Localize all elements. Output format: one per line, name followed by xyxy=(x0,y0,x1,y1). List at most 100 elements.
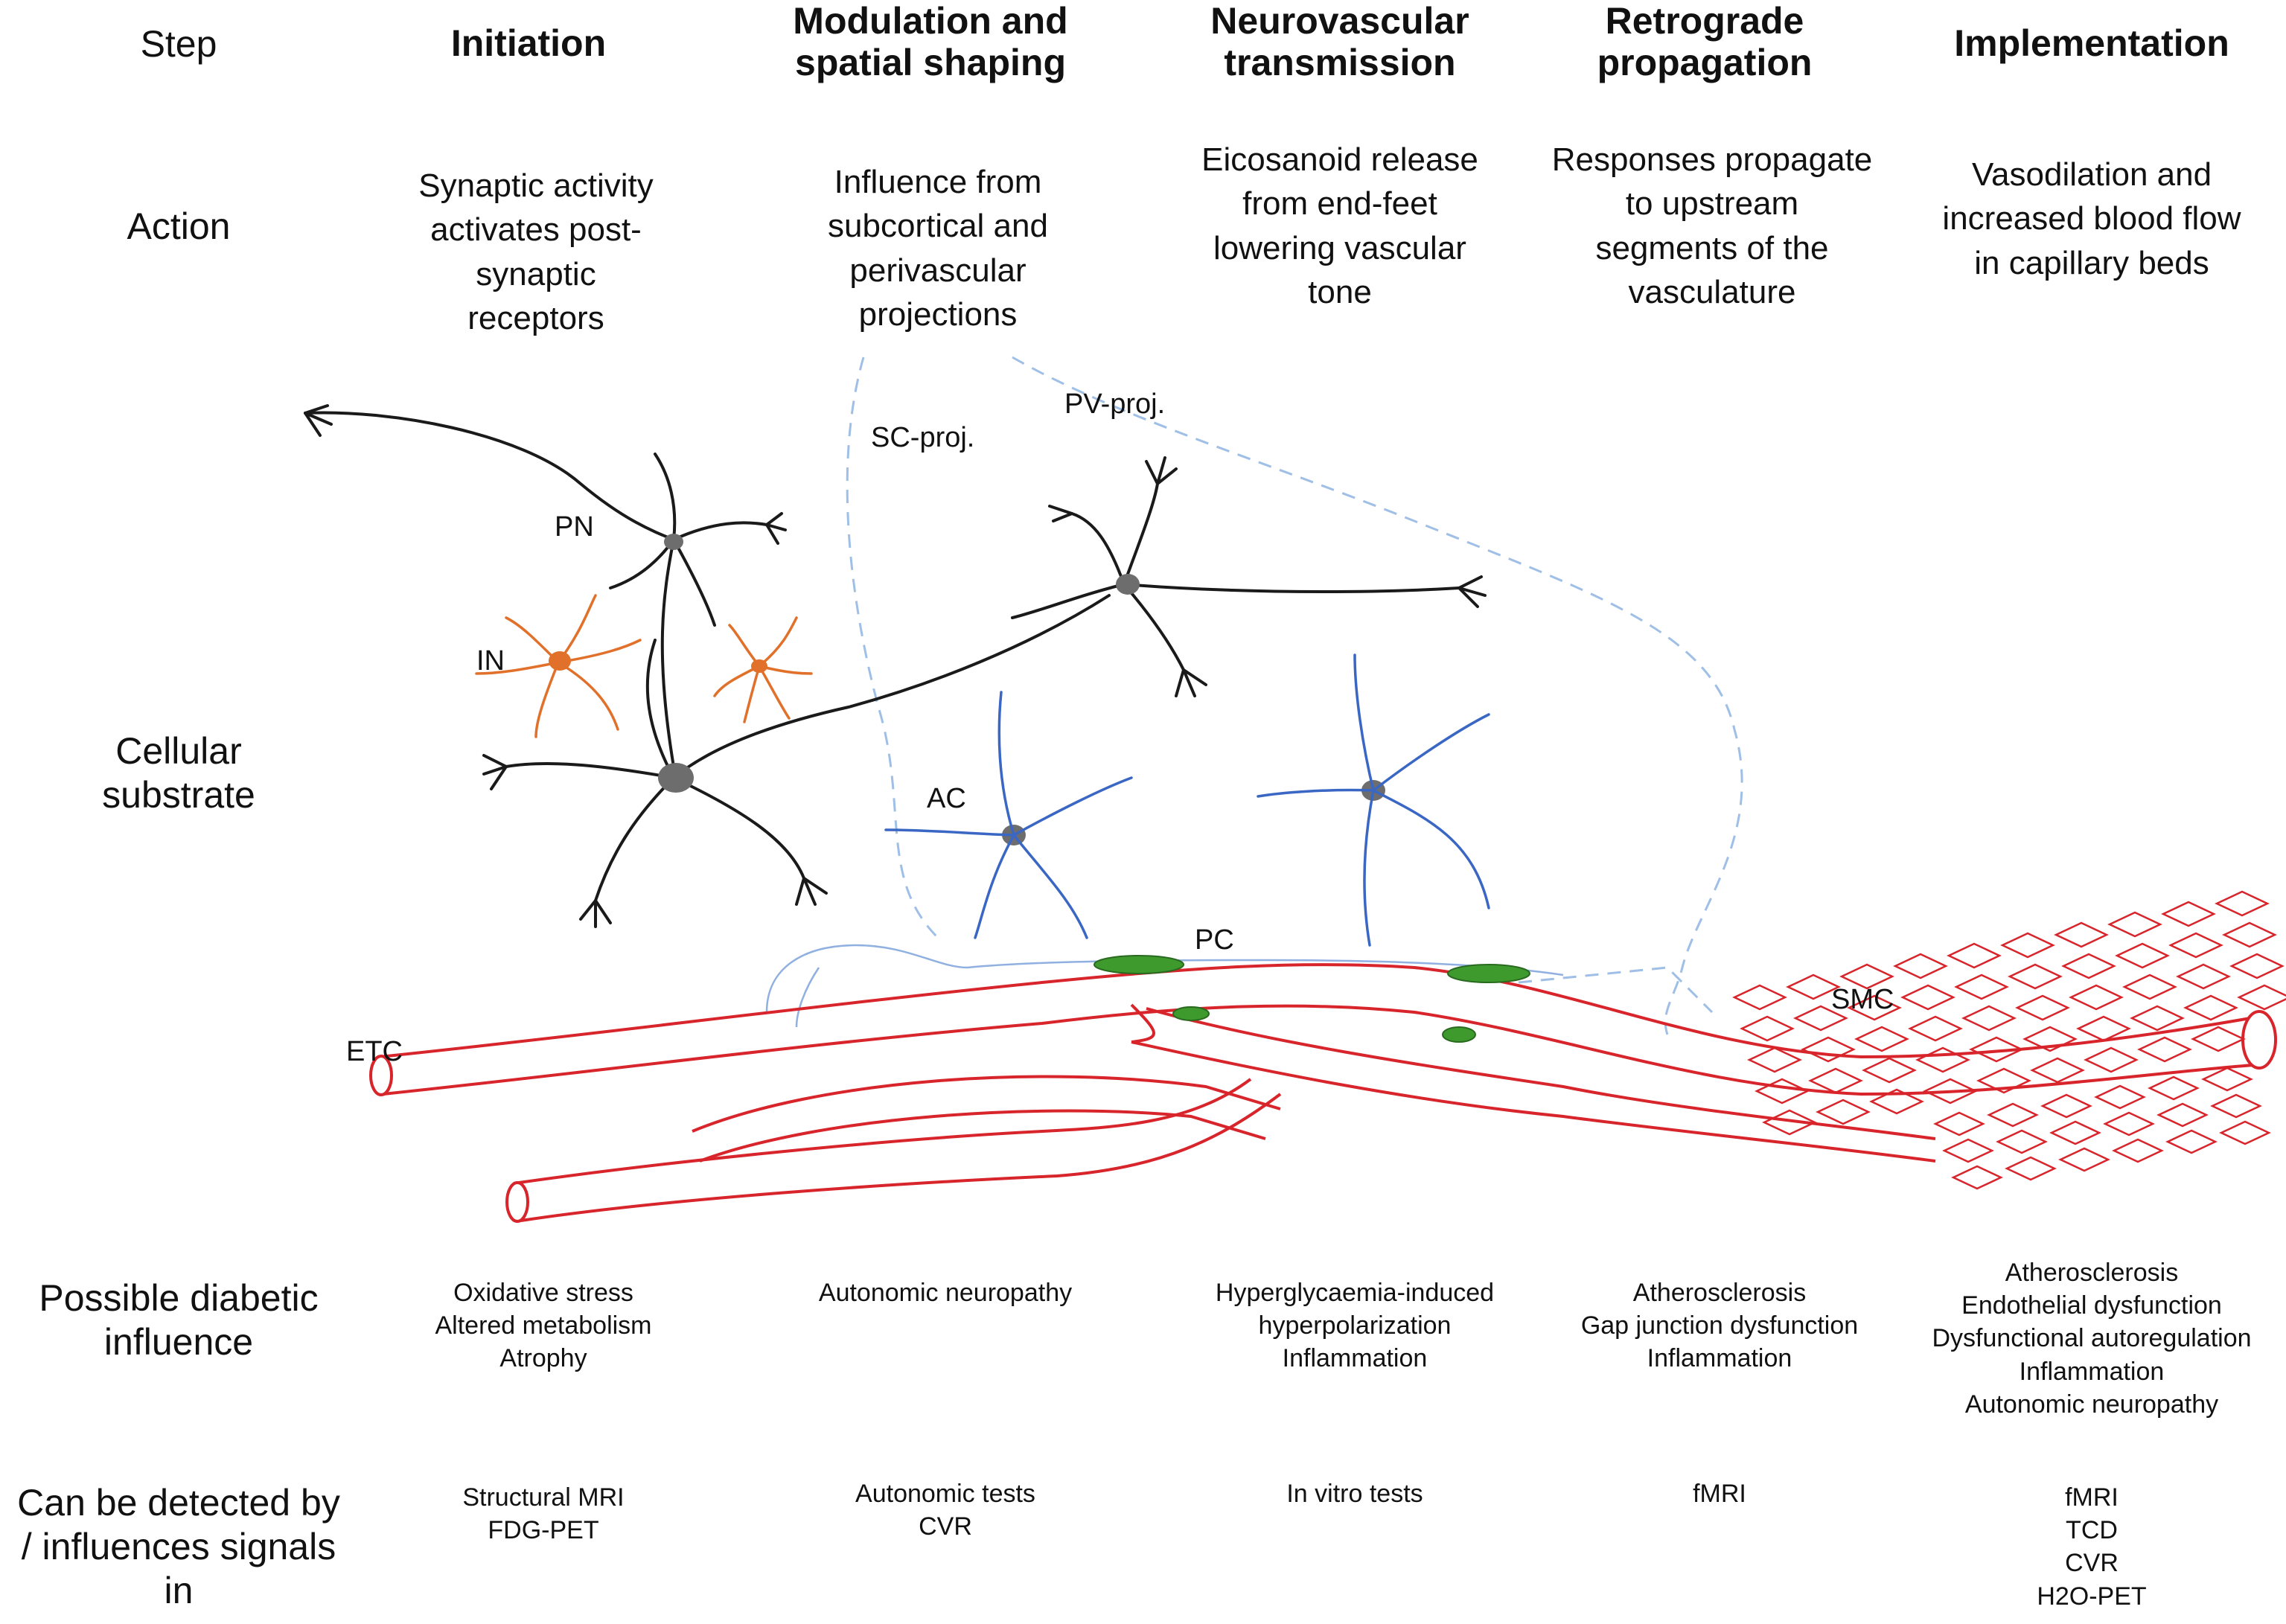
smooth-muscle-cell xyxy=(2148,1075,2200,1101)
smooth-muscle-cell xyxy=(2156,1102,2209,1128)
smooth-muscle-cell xyxy=(1900,984,1955,1011)
smooth-muscle-cell xyxy=(2237,984,2286,1011)
heading-implementation: Implementation xyxy=(1954,22,2229,64)
smooth-muscle-cell xyxy=(2168,932,2223,959)
smooth-muscle-cell xyxy=(1786,974,1841,1000)
detect-modulation: Autonomic tests CVR xyxy=(855,1480,1035,1541)
row-label-step: Step xyxy=(140,23,217,65)
smooth-muscle-cell xyxy=(1976,1067,2031,1094)
label-sc-proj: SC-proj. xyxy=(871,422,974,453)
smooth-muscle-cell xyxy=(2084,1046,2139,1073)
smooth-muscle-cell xyxy=(1762,1109,1817,1136)
pericyte-2 xyxy=(1447,964,1530,983)
smooth-muscle-cell xyxy=(1915,1046,1970,1073)
smooth-muscle-cell xyxy=(1755,1078,1810,1104)
smooth-muscle-cell xyxy=(1854,1026,1909,1052)
label-in: IN xyxy=(476,645,505,677)
smooth-muscle-cell xyxy=(2176,963,2231,990)
astrocytes xyxy=(884,653,1490,947)
heading-neurovascular: Neurovascular transmission xyxy=(1210,0,1469,83)
smooth-muscle-cell xyxy=(2076,1015,2131,1042)
smooth-muscle-cell xyxy=(2005,1156,2057,1181)
detect-implementation: fMRI TCD CVR H2O-PET xyxy=(2037,1483,2147,1611)
label-ac: AC xyxy=(927,783,966,814)
smooth-muscle-cell xyxy=(1908,1015,1963,1042)
row-label-diabetic-influence: Possible diabetic influence xyxy=(39,1277,319,1363)
neuron-soma-right xyxy=(1116,574,1140,595)
smooth-muscle-cell xyxy=(2201,1067,2253,1092)
smooth-muscle-cell xyxy=(1747,1046,1802,1073)
smooth-muscle-cell xyxy=(2008,963,2063,990)
smooth-muscle-cell xyxy=(1801,1036,1856,1063)
diabetic-modulation: Autonomic neuropathy xyxy=(818,1279,1073,1307)
label-smc: SMC xyxy=(1831,984,1894,1015)
interneuron-somas xyxy=(549,651,767,673)
interneuron-soma-2 xyxy=(751,659,767,673)
smooth-muscle-cell xyxy=(1933,1111,1985,1137)
smooth-muscle-cell xyxy=(2049,1120,2101,1145)
smooth-muscle-cell xyxy=(2022,1026,2078,1052)
smooth-muscle-cell xyxy=(1869,1088,1924,1115)
smooth-muscle-cell xyxy=(1961,1005,2017,1032)
label-pv-proj: PV-proj. xyxy=(1064,389,1165,420)
smooth-muscle-cell xyxy=(2137,1036,2192,1063)
smooth-muscle-cell xyxy=(1862,1057,1917,1084)
detect-neurovascular: In vitro tests xyxy=(1286,1480,1423,1508)
smooth-muscle-cell xyxy=(2015,994,2070,1021)
smooth-muscle-cell xyxy=(2183,994,2238,1021)
pyramidal-neurons xyxy=(304,404,1487,928)
smooth-muscle-cell xyxy=(2191,1026,2246,1052)
vessel-openings xyxy=(369,1010,2277,1223)
smooth-muscle-cell xyxy=(1847,994,1902,1021)
smooth-muscle-cell xyxy=(1839,963,1894,990)
smooth-muscle-cell xyxy=(1923,1078,1978,1104)
action-retrograde: Responses propagate to upstream segments… xyxy=(1551,141,1873,311)
smooth-muscle-cell xyxy=(2215,890,2270,917)
detect-retrograde: fMRI xyxy=(1693,1480,1746,1508)
action-modulation: Influence from subcortical and perivascu… xyxy=(828,164,1048,333)
row-label-action: Action xyxy=(127,205,231,247)
smooth-muscle-cell xyxy=(1947,942,2002,969)
pericyte-3 xyxy=(1172,1006,1210,1021)
heading-modulation: Modulation and spatial shaping xyxy=(793,0,1068,83)
pn-soma xyxy=(664,534,683,550)
smooth-muscle-cell xyxy=(2115,942,2170,969)
cell-labels: PN IN AC PC ETC SMC SC-proj. PV-proj. xyxy=(346,389,1894,1067)
smooth-muscle-cell xyxy=(1942,1138,1994,1163)
row-label-detection: Can be detected by / influences signals … xyxy=(17,1482,340,1611)
smooth-muscle-cell xyxy=(2210,1093,2262,1119)
smooth-muscle-cell xyxy=(2000,932,2055,959)
smooth-muscle-cell xyxy=(1996,1129,2048,1154)
diabetic-neurovascular: Hyperglycaemia-induced hyperpolarization… xyxy=(1215,1279,1495,1373)
neuron-somas xyxy=(658,534,1385,845)
smooth-muscle-cell xyxy=(2161,901,2216,927)
pericyte-4 xyxy=(1442,1026,1476,1043)
smooth-muscle-cell xyxy=(1969,1036,2024,1063)
smooth-muscle-cell xyxy=(2165,1129,2218,1154)
astrocyte-endfeet xyxy=(765,944,1564,1028)
smooth-muscle-cell xyxy=(2094,1084,2146,1110)
vessel-opening-left xyxy=(369,1055,393,1096)
vessel-opening-right xyxy=(2241,1010,2277,1070)
smooth-muscle-cell xyxy=(2040,1093,2092,1119)
smooth-muscle-cells xyxy=(1732,890,2286,1190)
smooth-muscle-cell xyxy=(2103,1111,2155,1137)
interneurons xyxy=(475,594,813,738)
neuron-soma-large xyxy=(658,763,694,793)
action-initiation: Synaptic activity activates post-synapti… xyxy=(418,167,654,337)
diabetic-implementation: Atherosclerosis Endothelial dysfunction … xyxy=(1932,1259,2252,1419)
smooth-muscle-cell xyxy=(2030,1057,2085,1084)
vessel-opening-lower-left xyxy=(505,1181,529,1223)
smooth-muscle-cell xyxy=(1808,1067,1863,1094)
label-etc: ETC xyxy=(346,1036,403,1067)
smooth-muscle-cell xyxy=(2219,1120,2271,1145)
detect-initiation: Structural MRI FDG-PET xyxy=(462,1483,625,1545)
smooth-muscle-cell xyxy=(1893,953,1948,979)
smooth-muscle-cell xyxy=(1732,984,1787,1011)
smooth-muscle-cell xyxy=(2058,1147,2110,1172)
smooth-muscle-cell xyxy=(1987,1102,2039,1128)
heading-initiation: Initiation xyxy=(450,22,607,64)
interneuron-soma-1 xyxy=(549,651,571,671)
